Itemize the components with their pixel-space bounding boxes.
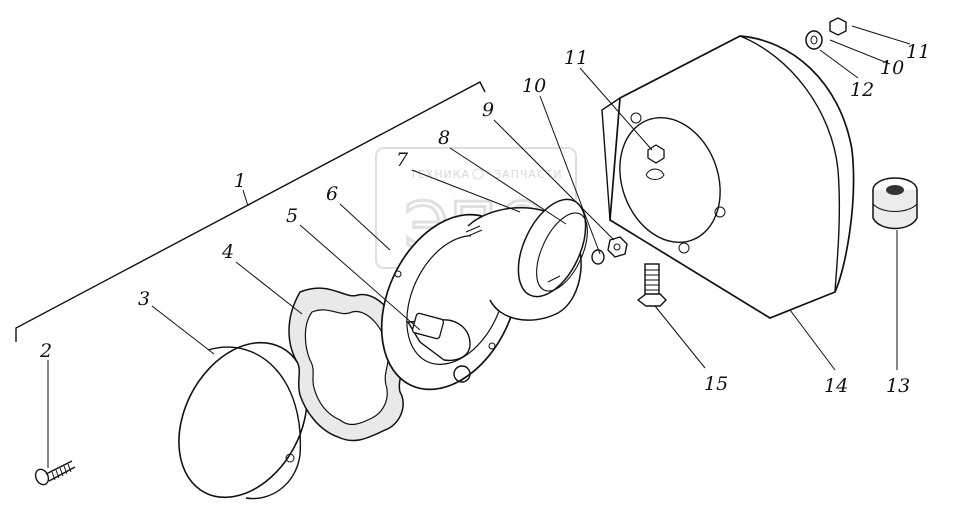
gasket-part bbox=[288, 287, 406, 442]
leader-5 bbox=[299, 224, 421, 331]
leader-8 bbox=[449, 147, 567, 225]
nut-washer-top bbox=[805, 17, 847, 50]
leader-9 bbox=[493, 119, 615, 241]
lamp-housing-part bbox=[465, 198, 588, 321]
assembly-bracket-tick bbox=[242, 189, 249, 207]
callout-6: 6 bbox=[326, 183, 338, 205]
callout-12: 12 bbox=[850, 79, 874, 101]
nut-washer-front bbox=[591, 236, 628, 265]
leader-lines bbox=[47, 25, 911, 468]
lens-part bbox=[178, 341, 308, 500]
leader-12 bbox=[819, 49, 859, 79]
callout-9: 9 bbox=[482, 99, 494, 121]
watermark-gear-icon bbox=[472, 168, 484, 180]
assembly-bracket bbox=[15, 81, 486, 342]
leader-11 bbox=[579, 67, 653, 151]
leader-14 bbox=[789, 309, 836, 371]
watermark-text-2: ЗАПЧАСТИ bbox=[494, 168, 563, 181]
rubber-bushing-part bbox=[872, 177, 918, 230]
bulb-part bbox=[406, 312, 471, 362]
callout-11: 11 bbox=[564, 47, 588, 69]
screw-part bbox=[34, 460, 76, 486]
leader-10 bbox=[539, 95, 601, 255]
leader-10b bbox=[829, 39, 891, 65]
callout-14: 14 bbox=[824, 375, 848, 397]
bolt-part bbox=[636, 263, 667, 307]
callout-labels: 1 2 3 4 5 6 7 8 9 10 11 10 11 12 13 14 1… bbox=[39, 41, 930, 397]
callout-7: 7 bbox=[396, 149, 409, 171]
leader-15 bbox=[654, 305, 706, 369]
callout-8: 8 bbox=[438, 127, 450, 149]
watermark-text-1: ТЕХНИКА bbox=[409, 168, 470, 181]
leader-7 bbox=[411, 169, 521, 213]
leader-11b bbox=[851, 25, 911, 45]
callout-5: 5 bbox=[286, 205, 298, 227]
leader-6 bbox=[339, 203, 391, 251]
leader-3 bbox=[151, 305, 215, 355]
callout-11-top: 11 bbox=[906, 41, 930, 63]
callout-13: 13 bbox=[886, 375, 910, 397]
callout-4: 4 bbox=[221, 241, 234, 263]
callout-15: 15 bbox=[704, 373, 728, 395]
callout-2: 2 bbox=[39, 340, 52, 362]
callout-3: 3 bbox=[138, 288, 150, 310]
bracket-part bbox=[601, 35, 855, 319]
leader-4 bbox=[235, 261, 303, 315]
callout-10-top: 10 bbox=[880, 57, 904, 79]
callout-10: 10 bbox=[522, 75, 546, 97]
callout-1: 1 bbox=[234, 170, 246, 192]
